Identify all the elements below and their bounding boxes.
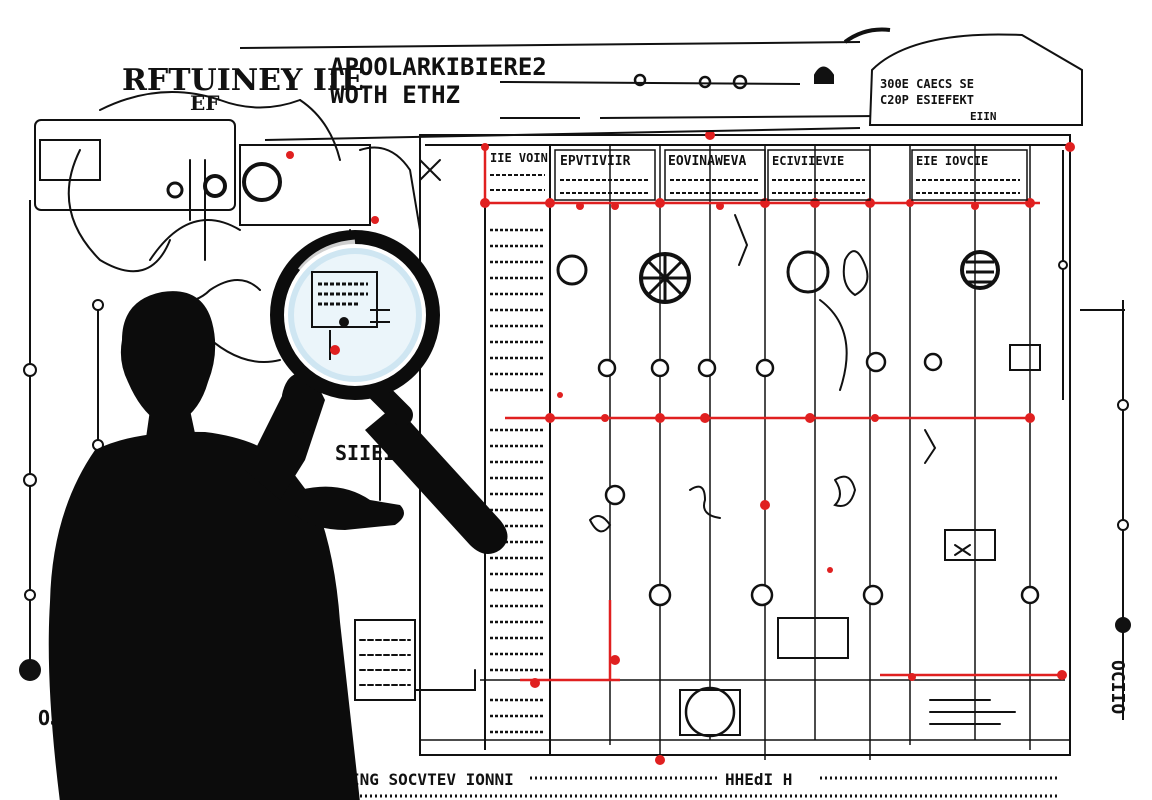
lens-red-dot <box>330 345 340 355</box>
data-column <box>490 228 545 734</box>
grid-frame <box>419 134 1071 760</box>
grid-header-3: EOVINAWEVA <box>668 154 746 169</box>
bottom-row-scribble: ING SOCVTEV IONNI <box>350 770 514 789</box>
header-scribbles <box>490 174 1020 194</box>
grid-headers: IIE VOIN EPVTIVIIR EOVINAWEVA ECIVIIEVIE… <box>490 151 988 169</box>
note-box: 300E CAECS SE C20P ESIEFEKT EIIN <box>868 33 1083 126</box>
headline-line-2: WOTH ETHZ <box>330 81 460 109</box>
grid-header-5: EIE IOVCIE <box>916 154 988 168</box>
red-nodes <box>286 130 1075 765</box>
grid-header-boxes <box>554 149 1028 201</box>
note-line-3: EIIN <box>970 110 997 123</box>
grid-header-2: EPVTIVIIR <box>560 154 631 169</box>
right-bottom-scribble: OCIIO <box>1107 660 1128 714</box>
grid-header-1: IIE VOIN <box>490 151 548 165</box>
bottom-text-strip <box>350 776 1060 798</box>
person-silhouette <box>48 291 404 800</box>
bottom-row-scribble-2: HHEdI H <box>725 770 792 789</box>
note-line-1: 300E CAECS SE <box>880 77 974 91</box>
grid-header-4: ECIVIIEVIE <box>772 154 844 168</box>
note-line-2: C20P ESIEFEKT <box>880 93 974 107</box>
top-rules <box>239 27 891 141</box>
grid-boxes <box>679 344 1041 736</box>
magnifying-glass-icon <box>270 230 508 554</box>
left-rods <box>19 150 1131 720</box>
grid-squiggles <box>589 214 1016 725</box>
headline-line-1: APOOLARKIBIERE2 <box>330 53 547 81</box>
magnified-content <box>311 271 390 360</box>
dial-icons <box>556 250 1000 304</box>
top-header: RFTUINEY IIE EF APOOLARKIBIERE2 WOTH ETH… <box>122 53 547 115</box>
